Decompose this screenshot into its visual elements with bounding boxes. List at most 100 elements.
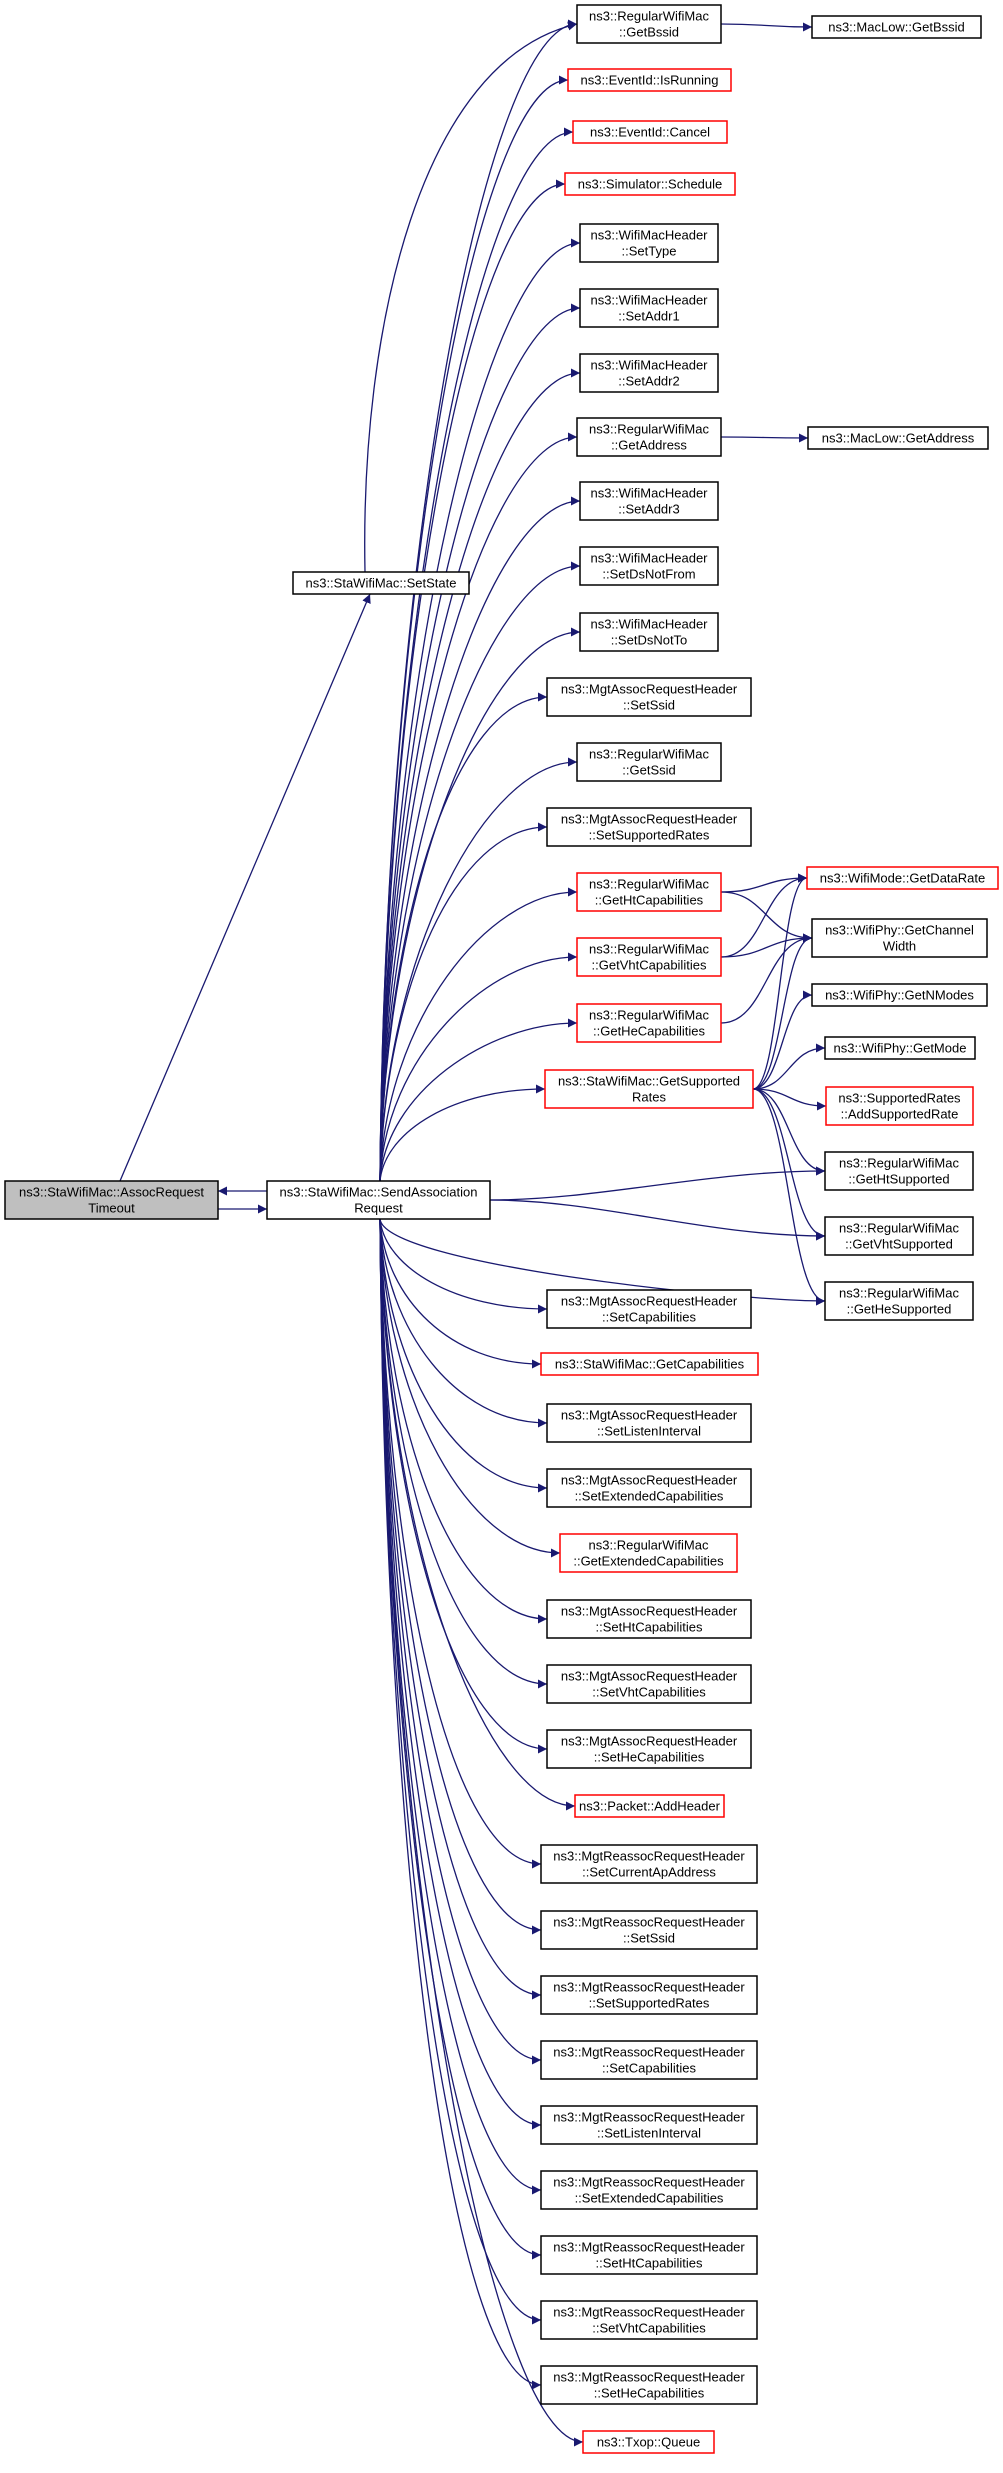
node-addheader[interactable]: ns3::Packet::AddHeader (574, 1794, 725, 1818)
node-maclow_getaddress[interactable]: ns3::MacLow::GetAddress (807, 426, 989, 450)
node-box (825, 1086, 974, 1126)
node-label: ::SetVhtCapabilities (592, 1685, 706, 1700)
call-edge-sendassoc-to-getvhtsupported (489, 1199, 826, 1241)
call-edge-sendassoc-to-rr_setvhtcap (379, 1218, 542, 2325)
node-getssid[interactable]: ns3::RegularWifiMac::GetSsid (576, 742, 722, 782)
node-txop_queue[interactable]: ns3::Txop::Queue (582, 2430, 715, 2454)
node-setaddr2[interactable]: ns3::WifiMacHeader::SetAddr2 (579, 353, 719, 393)
call-edge-sendassoc-to-rr_setlisteninterval (379, 1218, 542, 2130)
node-ar_setlisteninterval[interactable]: ns3::MgtAssocRequestHeader::SetListenInt… (546, 1403, 752, 1443)
node-label: ns3::MgtAssocRequestHeader (561, 1408, 738, 1423)
call-edge-sendassoc-to-getaddress (379, 432, 578, 1182)
node-getbssid[interactable]: ns3::RegularWifiMac::GetBssid (576, 4, 722, 44)
node-getvhtcap[interactable]: ns3::RegularWifiMac::GetVhtCapabilities (576, 937, 722, 977)
node-label: Width (883, 939, 916, 954)
call-edge-sendassoc-to-schedule (379, 179, 566, 1182)
node-label: ns3::MgtAssocRequestHeader (561, 1473, 738, 1488)
call-edge-sendassoc-to-rr_setssid (379, 1218, 542, 1935)
node-maclow_getbssid[interactable]: ns3::MacLow::GetBssid (811, 15, 982, 39)
node-label: ns3::WifiMacHeader (590, 358, 708, 373)
call-edge-sendassoc-to-rr_sethecap (379, 1218, 542, 2390)
node-setstate[interactable]: ns3::StaWifiMac::SetState (292, 571, 470, 595)
node-rr_setlisteninterval[interactable]: ns3::MgtReassocRequestHeader::SetListenI… (540, 2105, 758, 2145)
node-rr_setvhtcap[interactable]: ns3::MgtReassocRequestHeader::SetVhtCapa… (540, 2300, 758, 2340)
node-rr_setssid[interactable]: ns3::MgtReassocRequestHeader::SetSsid (540, 1910, 758, 1950)
node-label: ::SetHeCapabilities (594, 2386, 705, 2401)
node-label: ::SetListenInterval (597, 1424, 701, 1439)
node-addsupportedrate[interactable]: ns3::SupportedRates::AddSupportedRate (825, 1086, 974, 1126)
node-gethesupported[interactable]: ns3::RegularWifiMac::GetHeSupported (824, 1281, 974, 1321)
call-edge-sendassoc-to-isrunning (379, 75, 569, 1182)
node-box (824, 1216, 974, 1256)
node-setaddr1[interactable]: ns3::WifiMacHeader::SetAddr1 (579, 288, 719, 328)
node-setdsnotto[interactable]: ns3::WifiMacHeader::SetDsNotTo (579, 612, 719, 652)
node-label: ::SetCurrentApAddress (582, 1865, 716, 1880)
node-box (546, 1729, 752, 1769)
node-box (807, 426, 989, 450)
node-gethtcap[interactable]: ns3::RegularWifiMac::GetHtCapabilities (576, 872, 722, 912)
node-gethecap[interactable]: ns3::RegularWifiMac::GetHeCapabilities (576, 1003, 722, 1043)
call-edge-sendassoc-to-gethtsupported (489, 1166, 826, 1201)
call-edge-sendassoc-to-getvhtcap (379, 952, 578, 1182)
node-ar_setextcap[interactable]: ns3::MgtAssocRequestHeader::SetExtendedC… (546, 1468, 752, 1508)
node-ar_setssid[interactable]: ns3::MgtAssocRequestHeader::SetSsid (546, 677, 752, 717)
node-rr_setcurrentap[interactable]: ns3::MgtReassocRequestHeader::SetCurrent… (540, 1844, 758, 1884)
node-settype[interactable]: ns3::WifiMacHeader::SetType (579, 223, 719, 263)
node-ar_sethtcap[interactable]: ns3::MgtAssocRequestHeader::SetHtCapabil… (546, 1599, 752, 1639)
node-box (582, 2430, 715, 2454)
node-ar_sethecap[interactable]: ns3::MgtAssocRequestHeader::SetHeCapabil… (546, 1729, 752, 1769)
node-label: ::SetType (622, 244, 677, 259)
node-label: ns3::MgtAssocRequestHeader (561, 1734, 738, 1749)
node-label: ::SetAddr3 (618, 502, 679, 517)
node-rr_sethecap[interactable]: ns3::MgtReassocRequestHeader::SetHeCapab… (540, 2365, 758, 2405)
node-label: Request (354, 1201, 403, 1216)
node-box (540, 2040, 758, 2080)
node-getmode[interactable]: ns3::WifiPhy::GetMode (824, 1036, 976, 1060)
node-setaddr3[interactable]: ns3::WifiMacHeader::SetAddr3 (579, 481, 719, 521)
node-box (824, 1036, 976, 1060)
node-gethtsupported[interactable]: ns3::RegularWifiMac::GetHtSupported (824, 1151, 974, 1191)
node-getcapabilities[interactable]: ns3::StaWifiMac::GetCapabilities (540, 1352, 759, 1376)
node-rr_setextcap[interactable]: ns3::MgtReassocRequestHeader::SetExtende… (540, 2170, 758, 2210)
call-edge-sendassoc-to-gethesupported (379, 1218, 826, 1306)
node-label: ::GetHeSupported (847, 1302, 952, 1317)
node-label: ns3::MgtReassocRequestHeader (553, 1915, 745, 1930)
node-getnmodes[interactable]: ns3::WifiPhy::GetNModes (811, 983, 988, 1007)
node-label: ns3::RegularWifiMac (839, 1221, 959, 1236)
node-getdatarate[interactable]: ns3::WifiMode::GetDataRate (806, 866, 999, 890)
node-label: ns3::RegularWifiMac (589, 1538, 709, 1553)
node-box (540, 1844, 758, 1884)
node-box (576, 872, 722, 912)
call-edge-sendassoc-to-setaddr1 (379, 303, 581, 1182)
node-label: ns3::Packet::AddHeader (579, 1799, 721, 1814)
node-cancel[interactable]: ns3::EventId::Cancel (572, 120, 728, 144)
node-label: ns3::Txop::Queue (597, 2435, 700, 2450)
node-label: ns3::Simulator::Schedule (578, 177, 723, 192)
node-ar_setcapabilities[interactable]: ns3::MgtAssocRequestHeader::SetCapabilit… (546, 1289, 752, 1329)
node-getvhtsupported[interactable]: ns3::RegularWifiMac::GetVhtSupported (824, 1216, 974, 1256)
node-label: ns3::RegularWifiMac (589, 877, 709, 892)
node-label: ns3::RegularWifiMac (589, 422, 709, 437)
node-rr_setsupportedrates[interactable]: ns3::MgtReassocRequestHeader::SetSupport… (540, 1975, 758, 2015)
node-getextcap[interactable]: ns3::RegularWifiMac::GetExtendedCapabili… (559, 1533, 738, 1573)
node-rr_setcapabilities[interactable]: ns3::MgtReassocRequestHeader::SetCapabil… (540, 2040, 758, 2080)
node-getaddress[interactable]: ns3::RegularWifiMac::GetAddress (576, 417, 722, 457)
node-rr_sethtcap[interactable]: ns3::MgtReassocRequestHeader::SetHtCapab… (540, 2235, 758, 2275)
call-edge-sendassoc-to-gethtcap (379, 887, 578, 1182)
node-schedule[interactable]: ns3::Simulator::Schedule (564, 172, 736, 196)
node-box (4, 1180, 219, 1220)
node-label: ::GetAddress (611, 438, 687, 453)
call-edge-sendassoc-to-rr_setsupportedrates (379, 1218, 542, 2000)
node-isrunning[interactable]: ns3::EventId::IsRunning (567, 68, 732, 92)
node-setdsnotfrom[interactable]: ns3::WifiMacHeader::SetDsNotFrom (579, 546, 719, 586)
node-label: ::SetExtendedCapabilities (575, 1489, 724, 1504)
node-label: ns3::MgtAssocRequestHeader (561, 1669, 738, 1684)
node-box (546, 1599, 752, 1639)
node-ar_setsupportedrates[interactable]: ns3::MgtAssocRequestHeader::SetSupported… (546, 807, 752, 847)
node-ar_setvhtcap[interactable]: ns3::MgtAssocRequestHeader::SetVhtCapabi… (546, 1664, 752, 1704)
node-label: ::SetHtCapabilities (596, 1620, 703, 1635)
